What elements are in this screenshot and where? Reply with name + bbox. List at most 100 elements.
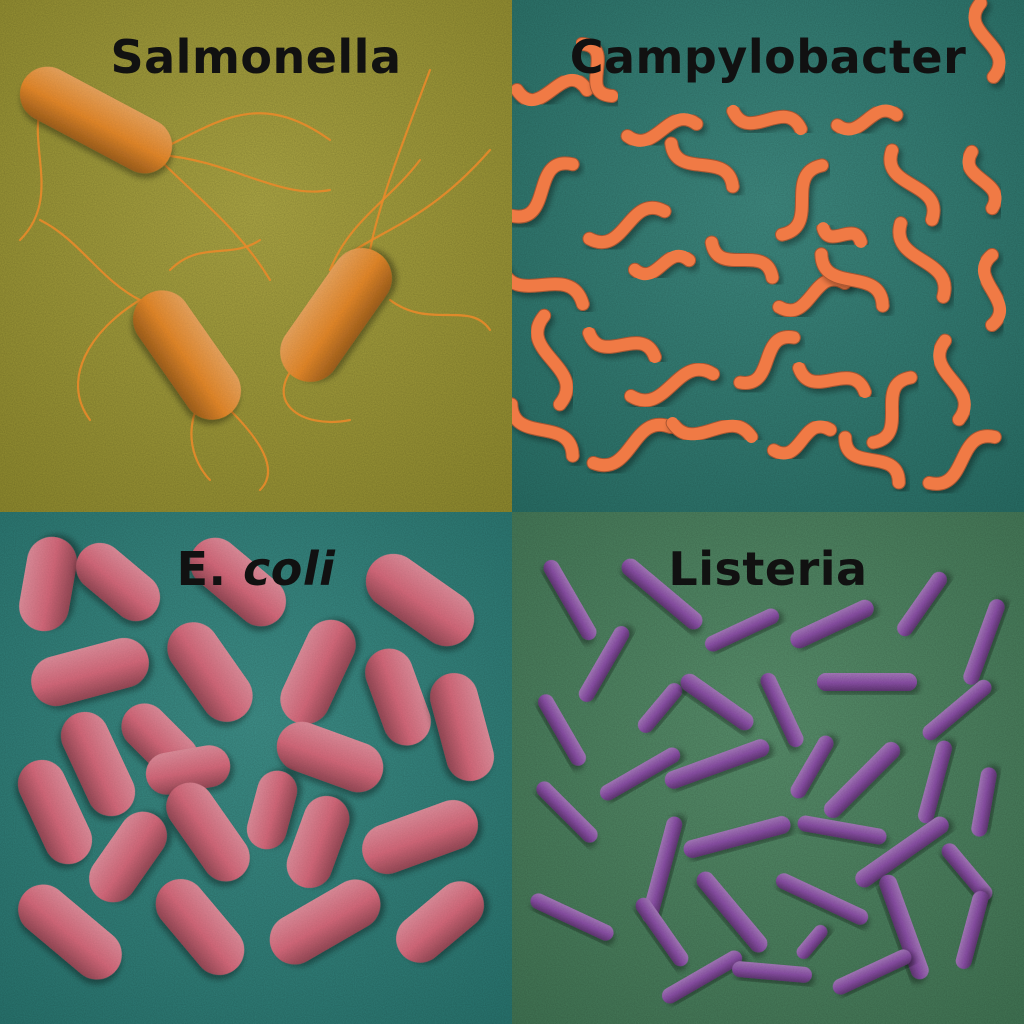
campylobacter-cell-body <box>666 417 758 443</box>
listeria-cell <box>621 558 703 630</box>
listeria-cell <box>824 742 900 818</box>
ecoli-cell <box>280 619 356 725</box>
listeria-cell <box>817 673 917 691</box>
salmonella-label: Salmonella <box>110 30 402 84</box>
campylobacter-cell-body <box>628 249 696 281</box>
ecoli-cell <box>365 553 475 647</box>
campylobacter-cell-body <box>512 73 593 107</box>
flagellum <box>18 108 43 242</box>
listeria-cell <box>661 950 743 1004</box>
listeria-cell <box>796 925 828 959</box>
ecoli-panel: E. coli <box>0 512 512 1024</box>
listeria-cell <box>897 571 947 637</box>
ecoli-cell <box>17 759 93 865</box>
listeria-cell <box>536 781 598 843</box>
listeria-cell <box>963 599 1005 685</box>
campylobacter-panel: Campylobacter <box>512 0 1024 512</box>
ecoli-cell <box>246 770 298 850</box>
campylobacter-cell-body <box>512 273 589 311</box>
listeria-cell <box>918 740 952 824</box>
ecoli-cell <box>429 673 495 781</box>
ecoli-cell <box>31 637 149 707</box>
ecoli-cell <box>60 711 136 817</box>
ecoli-cell <box>89 811 167 903</box>
listeria-cell <box>775 873 869 925</box>
ecoli-label: E. coli <box>176 542 336 596</box>
campylobacter-label: Campylobacter <box>569 30 967 84</box>
listeria-cell <box>855 816 949 888</box>
ecoli-cell <box>19 536 77 632</box>
listeria-cell <box>635 897 689 967</box>
campylobacter-cell-body <box>512 157 579 223</box>
flagellum <box>158 112 332 152</box>
campylobacter-cell-body <box>531 309 573 411</box>
campylobacter-cell-body <box>705 236 779 284</box>
listeria-cell <box>538 694 586 766</box>
ecoli-cell <box>167 622 253 722</box>
ecoli-cell <box>396 881 484 963</box>
listeria-cell <box>683 816 791 858</box>
campylobacter-cell-body <box>831 104 903 136</box>
listeria-cell <box>599 747 681 801</box>
campylobacter-cell-body <box>793 362 871 398</box>
listeria-cell <box>664 739 770 789</box>
flagellum <box>168 238 262 272</box>
campylobacter-cell-body <box>968 0 1006 83</box>
flagellum <box>38 218 142 302</box>
campylobacter-cell-body <box>727 104 807 136</box>
campylobacter-cell-body <box>576 38 618 102</box>
campylobacter-cell-body <box>867 371 917 449</box>
listeria-cell <box>543 559 597 641</box>
ecoli-cell <box>269 879 381 965</box>
listeria-cell <box>797 815 887 845</box>
campylobacter-cell-body <box>978 249 1006 331</box>
ecoli-cell <box>190 537 286 627</box>
listeria-cell <box>879 874 929 980</box>
campylobacter-cell-body <box>815 248 889 312</box>
flagellum <box>77 298 142 422</box>
campylobacter-cell-body <box>621 113 703 147</box>
campylobacter-cell-body <box>665 137 739 193</box>
campylobacter-cell-body <box>512 398 579 462</box>
listeria-cell <box>696 871 768 953</box>
campylobacter-cell-body <box>734 331 800 389</box>
ecoli-cell <box>286 795 350 889</box>
listeria-cell <box>941 843 993 901</box>
campylobacter-cell-body <box>923 430 1001 490</box>
salmonella-panel: Salmonella <box>0 0 512 512</box>
listeria-cell <box>641 816 683 924</box>
ecoli-cell <box>166 782 250 882</box>
campylobacter-cell-body <box>962 145 1002 215</box>
flagellum <box>228 408 270 492</box>
listeria-panel: Listeria <box>512 512 1024 1024</box>
salmonella-cell <box>19 66 173 174</box>
campylobacter-cell-body <box>583 327 661 363</box>
flagellum <box>158 153 332 193</box>
listeria-cell <box>732 961 812 983</box>
listeria-cell <box>922 679 992 741</box>
ecoli-cell <box>145 745 231 795</box>
campylobacter-cell-body <box>839 431 905 489</box>
ecoli-cell <box>276 721 384 793</box>
salmonella-cell <box>280 248 392 382</box>
listeria-cell <box>790 735 834 799</box>
flagellum <box>388 298 492 332</box>
campylobacter-cell-body <box>583 201 671 249</box>
campylobacter-cell-body <box>776 159 828 241</box>
ecoli-cell <box>18 884 122 980</box>
ecoli-cell <box>75 542 161 622</box>
campylobacter-micrograph <box>512 0 1024 512</box>
salmonella-cell <box>133 290 241 420</box>
listeria-cell <box>832 949 912 995</box>
listeria-micrograph <box>512 512 1024 1024</box>
flagellum <box>368 68 432 252</box>
flagellum <box>158 158 272 282</box>
listeria-cell <box>790 599 874 649</box>
campylobacter-cell-body <box>933 334 971 426</box>
campylobacter-cell-body <box>767 420 837 460</box>
campylobacter-cell-body <box>624 363 720 407</box>
listeria-cell <box>704 608 780 652</box>
listeria-label: Listeria <box>668 542 868 596</box>
campylobacter-cell-body <box>587 418 677 472</box>
